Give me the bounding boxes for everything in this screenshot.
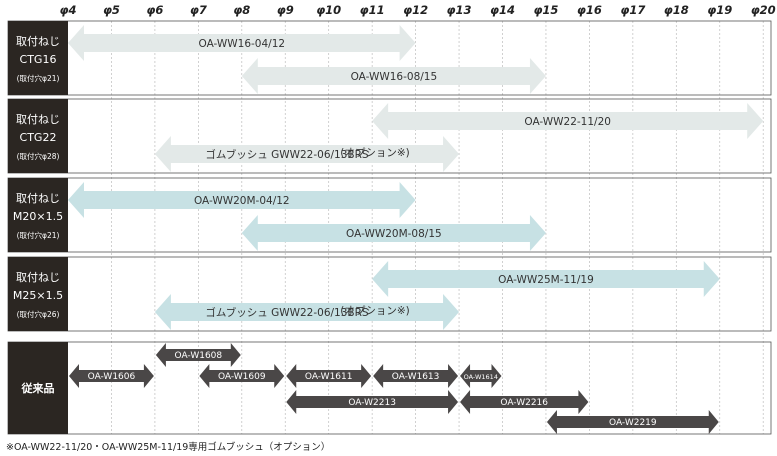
range-arrow-label: OA-WW20M-04/12 [194,195,290,207]
scale-tick-label: φ13 [447,3,472,17]
legacy-arrow [373,364,459,388]
range-arrow [68,182,416,218]
legacy-arrow-label: OA-W1614 [464,373,498,381]
scale-tick-label: φ15 [533,3,558,17]
legacy-arrow [460,390,589,414]
range-arrow [241,58,546,94]
legacy-label-bg [8,342,68,434]
legacy-label: 従来品 [21,381,55,395]
group-label-bg [8,21,68,95]
range-arrow-label: ゴムブッシュ GWW22-06/13BRS [205,306,369,319]
legacy-arrow-label: OA-W1606 [88,372,136,382]
legacy-arrow-label: OA-W1611 [305,372,353,382]
legacy-arrow [546,410,719,434]
scale-tick-label: φ17 [620,3,645,17]
range-arrow-label: ゴムブッシュ GWW22-06/13BRS [205,148,369,161]
scale-tick-label: φ4 [60,3,77,17]
legacy-arrow-label: OA-W1613 [392,372,440,382]
legacy-arrow-label: OA-W2219 [609,418,657,428]
legacy-arrow-label: OA-W2213 [348,398,396,408]
legacy-arrow [286,364,372,388]
scale-tick-label: φ11 [360,3,385,17]
group-label-note: (取付穴φ21) [17,230,60,240]
legacy-arrow [460,364,502,388]
group-label-note: (取付穴φ28) [17,151,60,161]
footnote: ※OA-WW22-11/20・OA-WW25M-11/19専用ゴムブッシュ（オプ… [6,442,331,453]
group-label-line: 取付ねじ [16,113,60,126]
scale-tick-label: φ19 [707,3,732,17]
range-arrow-suffix: (オプション※) [340,305,410,317]
group-label-line: 取付ねじ [16,192,60,205]
group-label-line: M25×1.5 [13,289,63,302]
scale-tick-label: φ16 [577,3,602,17]
range-arrow-label: OA-WW16-08/15 [351,71,438,83]
group-label-bg [8,99,68,173]
group-label-line: 取付ねじ [16,271,60,284]
scale-tick-label: φ18 [664,3,689,17]
group-label-bg [8,178,68,252]
range-arrow-label: OA-WW16-04/12 [199,38,286,50]
range-arrow [241,215,546,251]
group-label-line: CTG22 [20,131,57,144]
group-label-bg [8,257,68,331]
scale-tick-label: φ6 [146,3,163,17]
legacy-arrow-label: OA-W1608 [175,351,223,361]
scale-tick-label: φ7 [190,3,207,17]
group-label-note: (取付穴φ26) [17,309,60,319]
scale-tick-label: φ20 [751,3,776,17]
scale-tick-label: φ14 [490,3,515,17]
scale-tick-label: φ10 [316,3,341,17]
scale-tick-label: φ5 [103,3,120,17]
range-arrow [372,261,720,297]
range-arrow-label: OA-WW22-11/20 [524,116,611,128]
range-arrow [154,294,460,330]
scale-tick-label: φ8 [233,3,250,17]
legacy-arrow-label: OA-W1609 [218,372,266,382]
legacy-arrow-label: OA-W2216 [500,398,548,408]
legacy-arrow [69,364,154,388]
legacy-arrow [155,343,241,367]
group-label-line: CTG16 [20,53,57,66]
scale-tick-label: φ12 [403,3,428,17]
range-arrow [154,136,460,172]
range-arrow-label: OA-WW25M-11/19 [498,274,594,286]
range-arrow [372,103,764,139]
range-arrow-suffix: (オプション※) [340,147,410,159]
scale-tick-label: φ9 [277,3,294,17]
range-arrow-label: OA-WW20M-08/15 [346,228,442,240]
range-arrow [68,25,416,61]
group-label-note: (取付穴φ21) [17,73,60,83]
legacy-arrow [286,390,459,414]
group-label-line: M20×1.5 [13,210,63,223]
group-label-line: 取付ねじ [16,35,60,48]
legacy-arrow [199,364,285,388]
